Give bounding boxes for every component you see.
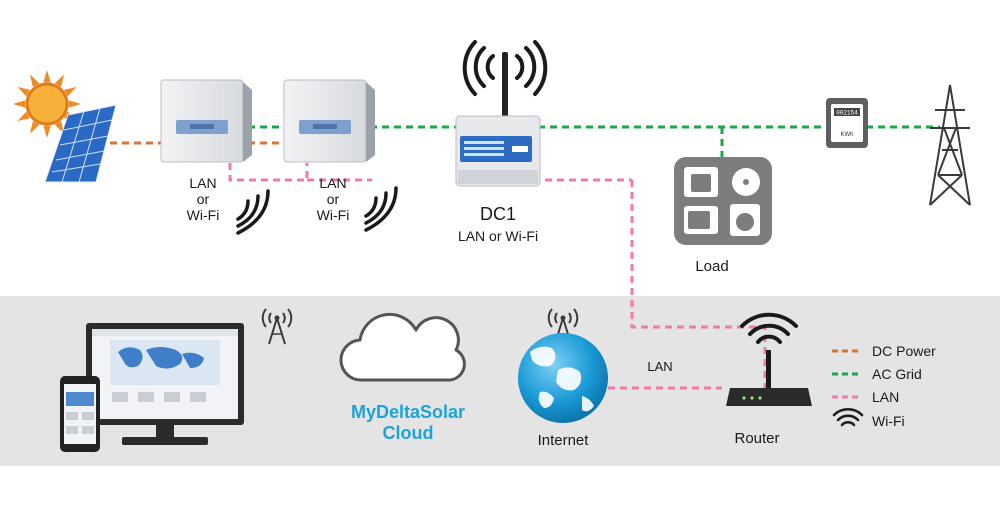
cloud-label: MyDeltaSolar Cloud xyxy=(318,402,498,443)
sun-ray xyxy=(68,100,81,108)
sun-ray xyxy=(54,74,64,88)
sun-ray xyxy=(17,87,31,97)
label-line: Wi-Fi xyxy=(186,207,220,224)
label-line: Wi-Fi xyxy=(316,207,350,224)
label-line: LAN xyxy=(319,175,347,191)
tower-part xyxy=(554,312,558,324)
cloud-label-line1: MyDeltaSolar xyxy=(350,402,466,422)
tower-part xyxy=(261,308,267,328)
router-icon xyxy=(726,312,812,406)
legend-lan-label: LAN xyxy=(872,389,900,405)
legend xyxy=(832,349,864,427)
legend-wifi-label: Wi-Fi xyxy=(872,413,905,429)
ac-grid-line xyxy=(248,125,940,157)
smartphone-icon xyxy=(60,376,100,452)
internet-label: Internet xyxy=(537,432,589,449)
sun-ray xyxy=(17,111,31,121)
meter-unit: KWh xyxy=(840,132,853,138)
cell-tower-icon xyxy=(261,308,293,345)
sun-ray xyxy=(30,120,40,134)
label-line: or xyxy=(326,191,340,208)
tower-part xyxy=(274,315,280,321)
legend-ac-grid-label: AC Grid xyxy=(872,366,922,382)
cloud-label-line2: Cloud xyxy=(382,422,434,443)
cloud-icon xyxy=(339,312,466,382)
monitor-icon xyxy=(86,323,244,445)
tower-part xyxy=(573,308,579,328)
tower-part xyxy=(547,308,553,328)
power-pylon-icon xyxy=(929,84,971,206)
wifi-icon xyxy=(832,408,864,427)
sun-ray xyxy=(43,125,51,138)
solar-panel-icon xyxy=(44,104,117,183)
inverter-icon xyxy=(283,79,375,163)
globe-icon xyxy=(518,333,608,423)
wifi-signal-icon xyxy=(236,189,270,235)
sun-ray xyxy=(43,70,51,83)
tower-part xyxy=(268,312,272,324)
sun-ray xyxy=(54,120,64,134)
legend-dc-power-label: DC Power xyxy=(872,343,936,359)
home-appliances-icon xyxy=(674,157,772,245)
antenna-icon xyxy=(462,40,548,120)
label-line: LAN xyxy=(189,175,217,191)
sun-ray xyxy=(13,100,26,108)
meter-display: 002154 xyxy=(836,110,858,117)
sun-ray xyxy=(30,74,40,88)
load-label: Load xyxy=(695,258,729,275)
tower-part xyxy=(282,312,286,324)
lan-line xyxy=(228,163,767,390)
dc1-device-icon xyxy=(455,115,541,187)
inverter-2-connection-label: LAN or Wi-Fi xyxy=(308,175,358,223)
label-line: or xyxy=(196,191,210,208)
wifi-signal-icon xyxy=(364,186,398,232)
tower-part xyxy=(287,308,293,328)
router-label: Router xyxy=(734,430,780,447)
inverter-icon xyxy=(160,79,252,163)
tower-part xyxy=(568,312,572,324)
sun-disc xyxy=(25,82,69,126)
inverter-1-connection-label: LAN or Wi-Fi xyxy=(178,175,228,223)
sun-ray xyxy=(63,87,77,97)
lan-link-label: LAN xyxy=(647,359,673,374)
dc1-title: DC1 xyxy=(479,204,516,224)
dc1-subtitle: LAN or Wi-Fi xyxy=(457,228,539,244)
energy-meter-icon: 002154 KWh xyxy=(826,98,868,148)
tower-part xyxy=(560,315,566,321)
